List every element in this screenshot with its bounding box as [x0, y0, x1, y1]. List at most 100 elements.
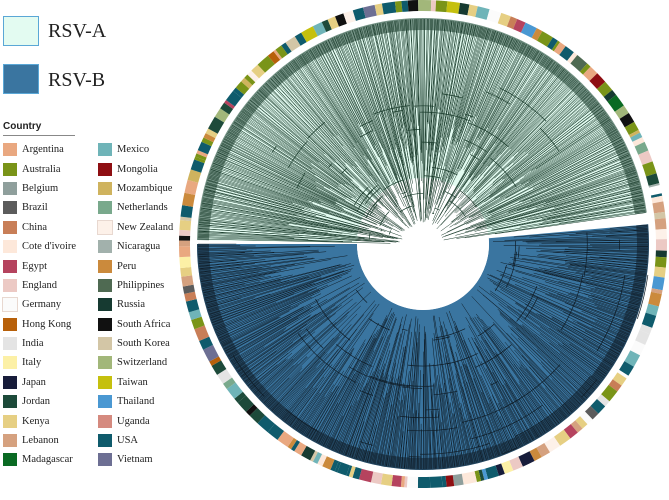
- ring-segment: [520, 22, 537, 38]
- ring-segment: [653, 211, 666, 220]
- ring-segment: [205, 128, 218, 139]
- ring-segment: [352, 7, 366, 21]
- ring-segment: [237, 395, 254, 412]
- ring-segment: [310, 450, 318, 462]
- ring-segment: [632, 137, 645, 147]
- country-label: Taiwan: [117, 376, 148, 388]
- country-label: Netherlands: [117, 202, 168, 214]
- ring-segment: [497, 12, 511, 27]
- country-legend-item: Taiwan: [98, 373, 173, 392]
- country-swatch: [3, 278, 17, 292]
- country-swatch: [98, 298, 112, 312]
- ring-segment: [485, 465, 499, 480]
- ring-segment: [474, 470, 482, 482]
- ring-segment: [481, 468, 489, 481]
- country-legend-item: Nicaragua: [98, 237, 173, 256]
- ring-segment: [570, 420, 583, 433]
- country-legend-item: Cote d'ivoire: [3, 237, 76, 256]
- country-legend-item: USA: [98, 431, 173, 450]
- rsv-a-legend-label: RSV-A: [48, 20, 107, 42]
- ring-segment: [209, 356, 222, 366]
- ring-segment: [638, 150, 653, 166]
- ring-segment: [630, 344, 644, 356]
- ring-segment: [179, 256, 192, 269]
- ring-segment: [211, 360, 227, 375]
- ring-segment: [335, 13, 347, 27]
- ring-segment: [651, 195, 664, 204]
- country-legend-item: Switzerland: [98, 353, 173, 372]
- country-label: Peru: [117, 260, 137, 272]
- ring-segment: [199, 336, 213, 350]
- ring-segment: [234, 391, 247, 403]
- ring-segment: [467, 4, 478, 17]
- ring-segment: [575, 416, 588, 429]
- ring-segment: [589, 73, 606, 90]
- country-label: Thailand: [117, 396, 155, 408]
- country-label: Egypt: [22, 260, 48, 272]
- ring-segment: [214, 108, 230, 123]
- ring-segment: [327, 16, 339, 30]
- ring-segment: [179, 235, 191, 241]
- ring-segment: [273, 49, 283, 60]
- country-legend-item: New Zealand: [97, 218, 173, 237]
- ring-segment: [509, 456, 523, 471]
- ring-segment: [180, 205, 193, 218]
- ring-segment: [401, 0, 409, 12]
- country-swatch: [98, 395, 112, 409]
- ring-segment: [601, 384, 618, 402]
- ring-segment: [651, 276, 665, 291]
- country-swatch: [3, 259, 17, 273]
- ring-segment: [312, 22, 327, 37]
- country-label: China: [22, 221, 48, 233]
- ring-segment: [290, 439, 300, 452]
- country-legend-item: Italy: [3, 353, 76, 372]
- ring-segment: [648, 183, 660, 188]
- country-swatch: [3, 395, 17, 409]
- ring-segment: [370, 471, 383, 485]
- ring-segment: [197, 141, 212, 155]
- country-legend-item: Vietnam: [98, 450, 173, 469]
- ring-segment: [194, 325, 210, 342]
- country-swatch: [97, 219, 113, 235]
- ring-segment: [233, 87, 245, 98]
- ring-segment: [352, 467, 362, 480]
- country-label: Cote d'ivoire: [22, 241, 77, 253]
- ring-segment: [348, 465, 356, 478]
- country-swatch: [3, 143, 17, 157]
- ring-segment: [458, 2, 470, 16]
- country-swatch: [3, 220, 17, 234]
- country-swatch: [98, 259, 112, 273]
- ring-segment: [195, 153, 207, 161]
- country-label: Argentina: [22, 144, 64, 156]
- country-label: Australia: [22, 163, 61, 175]
- ring-segment: [330, 459, 339, 472]
- ring-segment: [394, 0, 403, 13]
- ring-segment: [222, 377, 236, 389]
- ring-segment: [358, 468, 374, 483]
- ring-segment: [220, 102, 234, 115]
- country-swatch: [98, 337, 112, 351]
- country-swatch: [98, 201, 112, 215]
- country-legend-item: Mongolia: [98, 159, 173, 178]
- ring-segment: [203, 133, 216, 143]
- country-label: Nicaragua: [117, 241, 161, 253]
- country-legend-item: Kenya: [3, 411, 76, 430]
- ring-segment: [654, 256, 667, 268]
- ring-segment: [241, 77, 253, 89]
- ring-segment: [641, 312, 657, 328]
- country-swatch: [2, 297, 18, 313]
- country-label: Brazil: [22, 202, 48, 214]
- ring-segment: [590, 399, 606, 414]
- country-legend-item: China: [3, 218, 76, 237]
- country-label: Uganda: [117, 415, 150, 427]
- ring-segment: [478, 469, 485, 481]
- ring-segment: [251, 64, 266, 79]
- ring-segment: [518, 451, 535, 467]
- ring-segment: [536, 442, 550, 458]
- ring-segment: [182, 192, 196, 207]
- country-label: Mozambique: [117, 182, 173, 194]
- ring-segment: [608, 379, 622, 392]
- country-swatch: [98, 317, 112, 331]
- ring-segment: [391, 475, 402, 487]
- country-swatch: [3, 201, 17, 215]
